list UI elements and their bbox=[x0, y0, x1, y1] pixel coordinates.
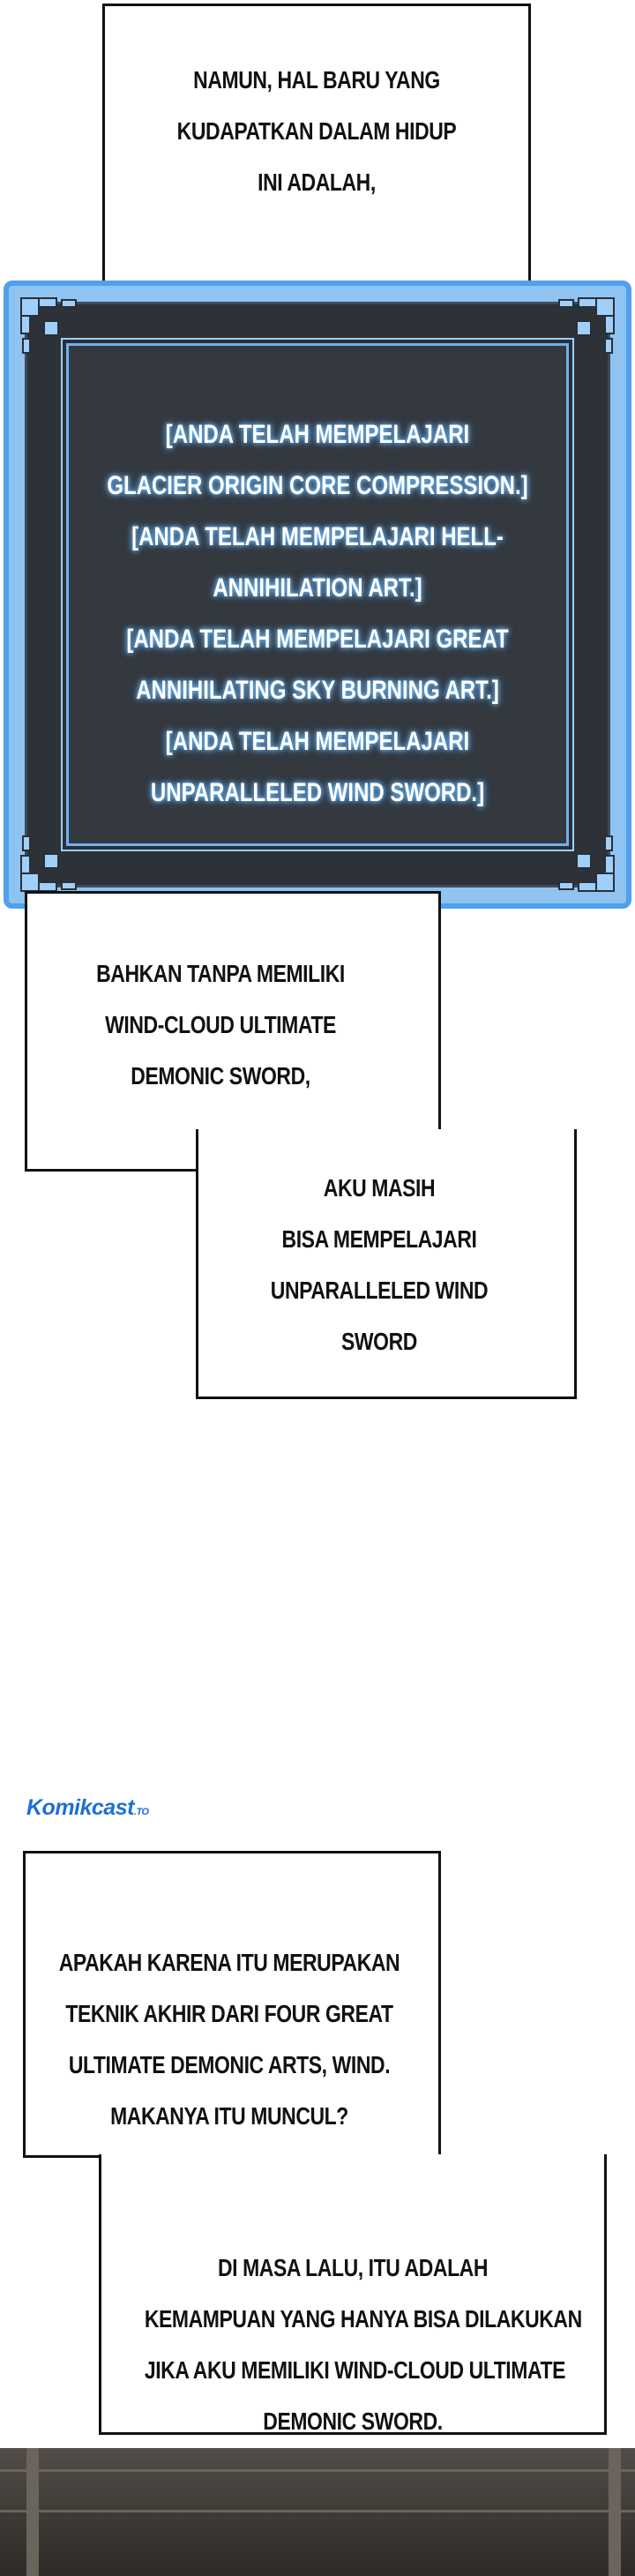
caption-box-4 bbox=[23, 1851, 441, 2158]
caption-line: BISA MEMPELAJARI bbox=[281, 1225, 477, 1253]
system-line: [ANDA TELAH MEMPELAJARI GREAT bbox=[126, 625, 509, 654]
caption-line: BAHKAN TANPA MEMILIKI bbox=[96, 960, 345, 987]
komikcast-logo: Komikcast.TO bbox=[26, 1795, 149, 1821]
caption-line: DEMONIC SWORD. bbox=[263, 2408, 443, 2435]
system-line: [ANDA TELAH MEMPELAJARI bbox=[165, 420, 470, 449]
floor-plank-line bbox=[0, 2510, 635, 2512]
caption-line: KUDAPATKAN DALAM HIDUP bbox=[176, 117, 457, 145]
caption-box-2 bbox=[25, 891, 441, 1172]
caption-line: AKU MASIH bbox=[323, 1174, 436, 1202]
caption-text-1: NAMUN, HAL BARU YANG KUDAPATKAN DALAM HI… bbox=[141, 55, 493, 208]
caption-text-3: AKU MASIH BISA MEMPELAJARI UNPARALLELED … bbox=[235, 1163, 524, 1367]
system-line: ANNIHILATING SKY BURNING ART.] bbox=[136, 676, 499, 705]
corner-ornament-icon bbox=[20, 835, 77, 892]
corner-ornament-icon bbox=[558, 835, 615, 892]
caption-line: UNPARALLELED WIND bbox=[270, 1277, 489, 1304]
floor-plank-line bbox=[0, 2469, 635, 2472]
caption-box-1 bbox=[102, 4, 531, 286]
system-window-border bbox=[25, 302, 610, 887]
system-message-text: [ANDA TELAH MEMPELAJARI GLACIER ORIGIN C… bbox=[71, 409, 564, 819]
system-line: [ANDA TELAH MEMPELAJARI HELL- bbox=[131, 522, 504, 551]
caption-text-2: BAHKAN TANPA MEMILIKI WIND-CLOUD ULTIMAT… bbox=[54, 948, 386, 1102]
caption-line: DEMONIC SWORD, bbox=[131, 1062, 310, 1090]
caption-line: NAMUN, HAL BARU YANG bbox=[193, 66, 440, 94]
caption-box-3 bbox=[196, 1129, 577, 1399]
caption-box-2-cover bbox=[198, 1127, 438, 1133]
system-line: [ANDA TELAH MEMPELAJARI bbox=[165, 727, 470, 756]
caption-line: JIKA AKU MEMILIKI WIND-CLOUD ULTIMATE bbox=[144, 2356, 566, 2384]
wooden-floor-background bbox=[0, 2448, 635, 2576]
system-line: ANNIHILATION ART.] bbox=[213, 573, 422, 603]
corner-ornament-icon bbox=[20, 297, 77, 354]
caption-line: WIND-CLOUD ULTIMATE bbox=[105, 1011, 336, 1038]
caption-line: ULTIMATE DEMONIC ARTS, WIND. bbox=[68, 2051, 391, 2078]
system-line: GLACIER ORIGIN CORE COMPRESSION.] bbox=[107, 471, 528, 500]
caption-line: TEKNIK AKHIR DARI FOUR GREAT bbox=[65, 2000, 393, 2027]
caption-box-4-cover bbox=[101, 2153, 438, 2158]
caption-text-4: APAKAH KARENA ITU MERUPAKAN TEKNIK AKHIR… bbox=[56, 1937, 403, 2142]
caption-line: DI MASA LALU, ITU ADALAH bbox=[217, 2254, 489, 2281]
floor-post bbox=[26, 2448, 39, 2576]
floor-post bbox=[609, 2448, 621, 2576]
system-notification-window: [ANDA TELAH MEMPELAJARI GLACIER ORIGIN C… bbox=[4, 281, 631, 909]
system-window-panel bbox=[66, 343, 569, 846]
caption-text-5: DI MASA LALU, ITU ADALAH KEMAMPUAN YANG … bbox=[144, 2243, 582, 2447]
caption-line: SWORD bbox=[341, 1328, 417, 1355]
caption-line: INI ADALAH, bbox=[258, 168, 376, 196]
logo-brand: Komikcast bbox=[26, 1795, 134, 1820]
system-line: UNPARALLELED WIND SWORD.] bbox=[150, 778, 485, 807]
caption-line: KEMAMPUAN YANG HANYA BISA DILAKUKAN bbox=[144, 2305, 582, 2333]
caption-line: MAKANYA ITU MUNCUL? bbox=[110, 2102, 348, 2130]
caption-line: APAKAH KARENA ITU MERUPAKAN bbox=[58, 1949, 400, 1976]
caption-box-5 bbox=[99, 2154, 607, 2435]
corner-ornament-icon bbox=[558, 297, 615, 354]
logo-suffix: .TO bbox=[133, 1807, 149, 1817]
